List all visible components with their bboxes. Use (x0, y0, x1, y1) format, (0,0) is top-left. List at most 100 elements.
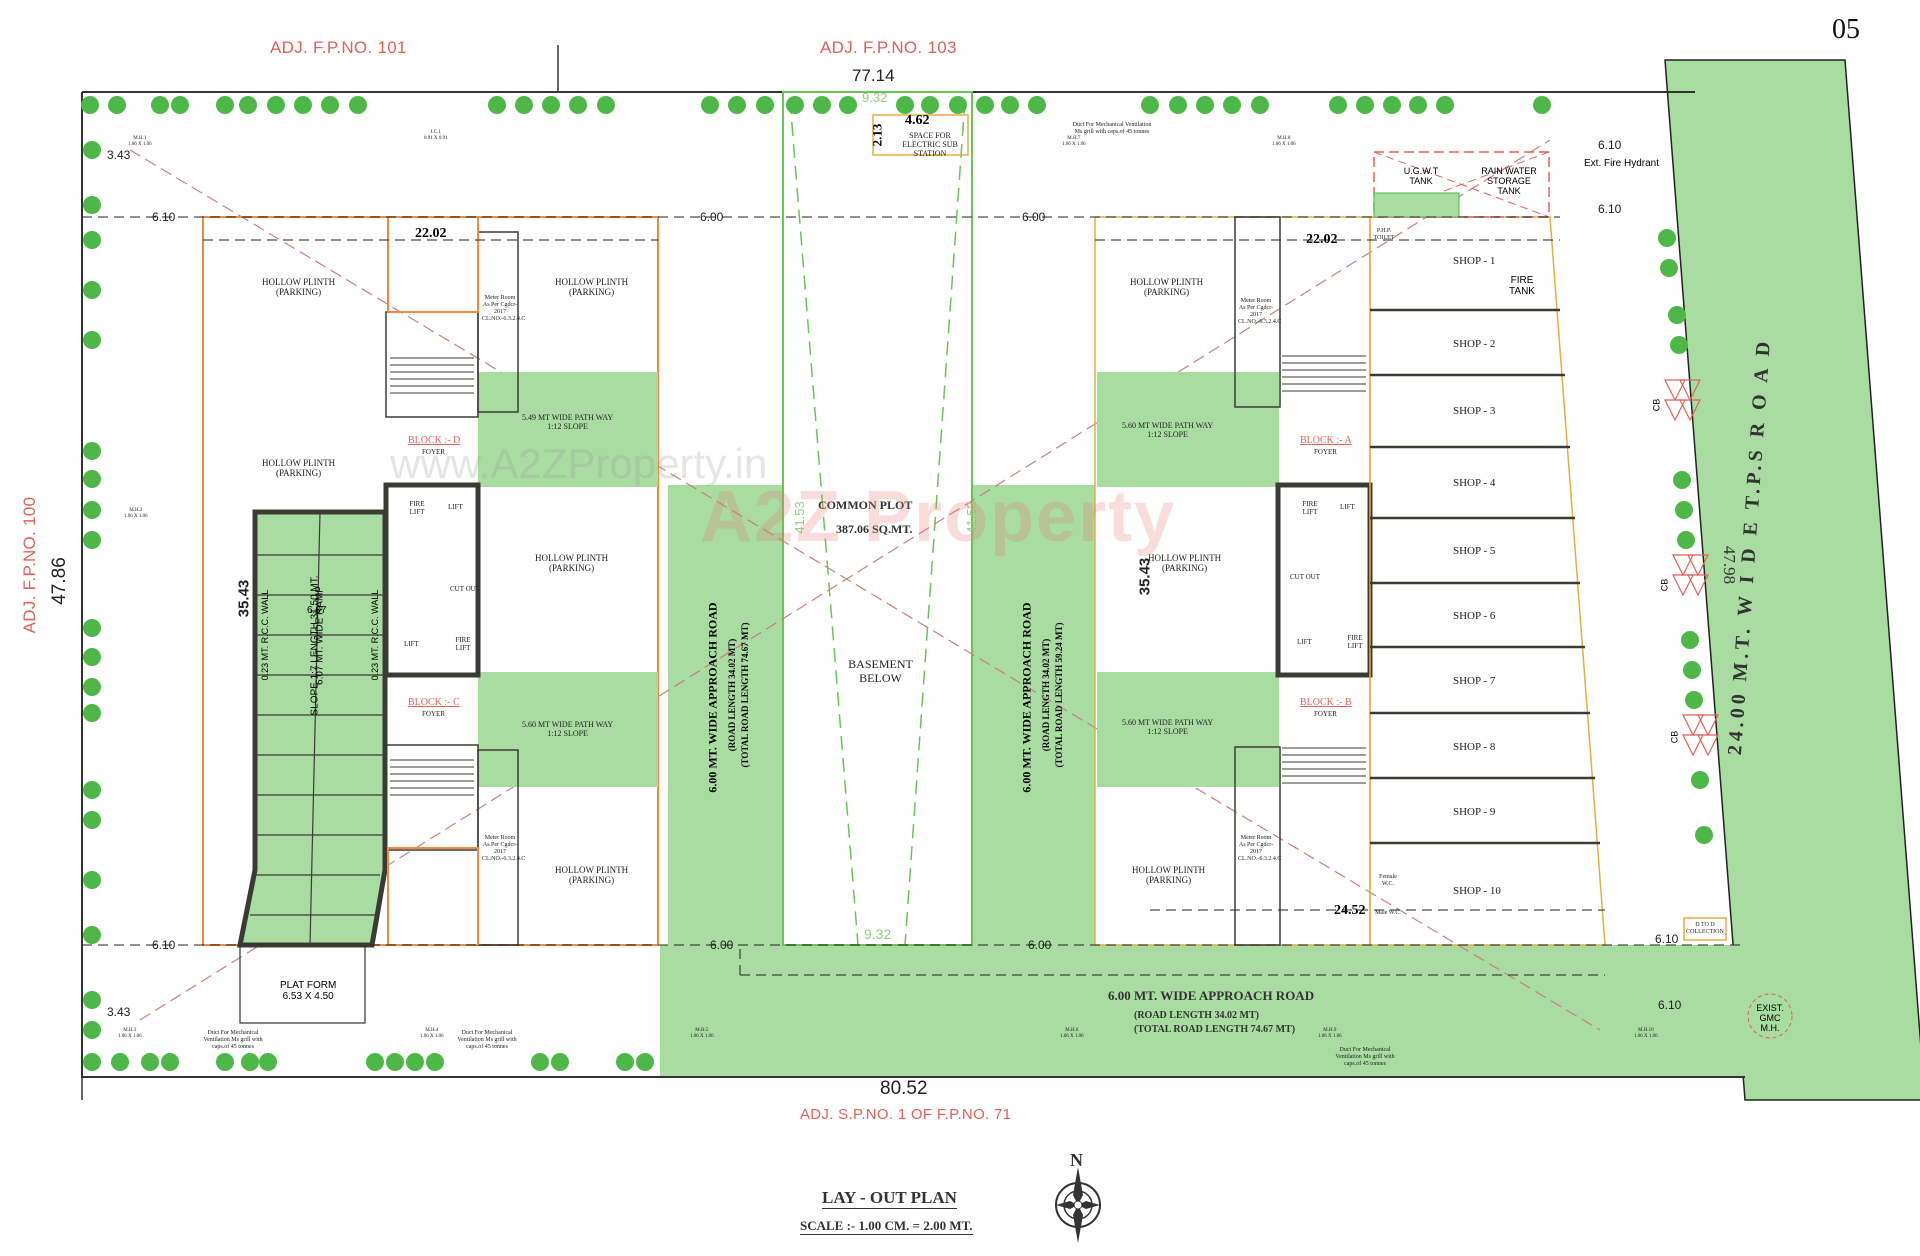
fire-lift-c: FIRE LIFT (455, 636, 471, 653)
dim-block-width-right: 22.02 (1306, 232, 1338, 247)
shop-6: SHOP - 6 (1453, 610, 1496, 622)
dim-top-total: 77.14 (852, 66, 895, 85)
lift-a: LIFT (1340, 503, 1355, 511)
lift-b: LIFT (1297, 638, 1312, 646)
dim-margin-right-top-1: 6.10 (1598, 138, 1622, 152)
approach-road-bottom-label: 6.00 MT. WIDE APPROACH ROAD (1108, 988, 1315, 1003)
shop-8: SHOP - 8 (1453, 741, 1496, 753)
block-b-foyer: FOYER (1314, 710, 1337, 718)
approach-road-left-total: (TOTAL ROAD LENGTH 74.67 MT) (740, 622, 750, 768)
plan-scale: SCALE :- 1.00 CM. = 2.00 MT. (800, 1218, 973, 1235)
cut-out-a: CUT OUT (1290, 573, 1321, 581)
dim-right-total: 47.98 (1720, 545, 1740, 585)
duct-note-bottom-3: Duct For Mechanical Ventilation Ms grill… (1335, 1047, 1395, 1067)
ext-fire-hydrant: Ext. Fire Hydrant (1584, 158, 1660, 169)
block-c-foyer: FOYER (422, 710, 445, 718)
duct-note-bottom-1: Duct For Mechanical Ventilation Ms grill… (203, 1030, 263, 1050)
hollow-plinth-c2: HOLLOW PLINTH(PARKING) (555, 865, 629, 886)
meter-room-c: Meter Room As Per Cgdcr-2017 CL.NO.-6.3.… (482, 835, 526, 862)
adj-fp-100: ADJ. F.P.NO. 100 (20, 496, 39, 634)
block-a-foyer: FOYER (1314, 448, 1337, 456)
substation-width: 4.62 (905, 113, 930, 128)
shop-10: SHOP - 10 (1453, 885, 1501, 897)
cb-label-1: CB (1651, 398, 1662, 412)
block-a-label: BLOCK :- A (1300, 435, 1352, 446)
duct-note-bottom-2: Duct For Mechanical Ventilation Ms grill… (457, 1030, 517, 1050)
common-plot-label: COMMON PLOT (818, 498, 913, 512)
hollow-plinth-b2: HOLLOW PLINTH(PARKING) (1132, 865, 1206, 886)
dim-margin-right-bottom-1: 6.10 (1655, 932, 1679, 946)
cut-out-d: CUT OUT (450, 585, 481, 593)
hollow-plinth-d3: HOLLOW PLINTH(PARKING) (555, 277, 629, 298)
hollow-plinth-d2: HOLLOW PLINTH(PARKING) (262, 458, 336, 479)
approach-road-right-length: (ROAD LENGTH 34.02 MT) (1041, 638, 1051, 752)
dim-3-43-bottom: 3.43 (107, 1005, 131, 1019)
fire-lift-d: FIRE LIFT (409, 500, 425, 517)
adj-fp-103: ADJ. F.P.NO. 103 (820, 38, 957, 57)
basement-below-note: BASEMENT BELOW (848, 657, 913, 685)
ramp-wall-left: 0.23 MT. R.C.C. WALL (260, 589, 270, 681)
dim-margin-right-top-2: 6.10 (1598, 202, 1622, 216)
block-d-foyer: FOYER (422, 448, 445, 456)
shop-5: SHOP - 5 (1453, 545, 1496, 557)
dim-common-plot-top: 9.32 (862, 90, 888, 105)
shop-1: SHOP - 1 (1453, 255, 1496, 267)
north-compass (1055, 1167, 1101, 1243)
cb-label-2: CB (1659, 578, 1670, 592)
approach-road-right-label: 6.00 MT. WIDE APPROACH ROAD (1019, 602, 1034, 793)
hollow-plinth-a1: HOLLOW PLINTH(PARKING) (1130, 277, 1204, 298)
approach-road-right-total: (TOTAL ROAD LENGTH 59.24 MT) (1054, 622, 1064, 768)
fire-tank: FIRE TANK (1509, 275, 1535, 297)
dim-bottom-total: 80.52 (880, 1078, 928, 1099)
fire-lift-b: FIRE LIFT (1347, 634, 1363, 651)
dim-3-43-top: 3.43 (107, 148, 131, 162)
block-d-label: BLOCK :- D (408, 435, 461, 446)
dim-common-plot-bottom: 9.32 (864, 926, 892, 942)
dim-left-total: 47.86 (49, 557, 70, 605)
dim-ramp-width: 6.07 (307, 605, 327, 616)
dim-shop-width: 24.52 (1334, 903, 1366, 918)
cb-label-3: CB (1669, 730, 1680, 744)
ramp-width-note: 6.07 MT. WIDE RAMP (314, 586, 326, 685)
approach-road-left-label: 6.00 MT. WIDE APPROACH ROAD (705, 602, 720, 793)
shop-3: SHOP - 3 (1453, 405, 1496, 417)
watermark-url: www.A2ZProperty.in (390, 440, 768, 487)
common-plot-area: 387.06 SQ.MT. (836, 522, 913, 536)
dim-margin-6-00-c: 6.00 (710, 938, 734, 952)
hollow-plinth-c1: HOLLOW PLINTH(PARKING) (535, 553, 609, 574)
meter-room-a: Meter Room As Per Cgdcr-2017 CL.NO.-6.3.… (1238, 298, 1282, 325)
dim-margin-6-00-a: 6.00 (700, 210, 724, 224)
page-number: 05 (1832, 14, 1860, 45)
dim-margin-left-bottom: 6.10 (152, 938, 176, 952)
lift-c: LIFT (404, 640, 419, 648)
dim-block-depth-left: 35.43 (235, 579, 253, 618)
dim-margin-6-00-b: 6.00 (1022, 210, 1046, 224)
bottom-approach-road (660, 945, 1745, 1077)
shop-7: SHOP - 7 (1453, 675, 1496, 687)
dim-margin-right-bottom-2: 6.10 (1658, 998, 1682, 1012)
meter-room-d: Meter Room As Per Cgdcr-2017 CL.NO.-6.3.… (482, 295, 526, 322)
block-c-label: BLOCK :- C (408, 697, 460, 708)
meter-room-b: Meter Room As Per Cgdcr-2017 CL.NO.-6.3.… (1238, 835, 1282, 862)
substation-depth: 2.13 (869, 123, 885, 147)
fire-lift-a: FIRE LIFT (1302, 500, 1318, 517)
shop-4: SHOP - 4 (1453, 477, 1496, 489)
ugwt-tank: U.G.W.T TANK (1403, 166, 1439, 186)
approach-road-bottom-length: (ROAD LENGTH 34.02 MT) (1134, 1010, 1259, 1021)
hollow-plinth-d1: HOLLOW PLINTH(PARKING) (262, 277, 336, 298)
plan-title: LAY - OUT PLAN (822, 1188, 957, 1209)
block-b-label: BLOCK :- B (1300, 697, 1352, 708)
male-wc: Male W.C. (1375, 910, 1401, 916)
shop-2: SHOP - 2 (1453, 338, 1496, 350)
